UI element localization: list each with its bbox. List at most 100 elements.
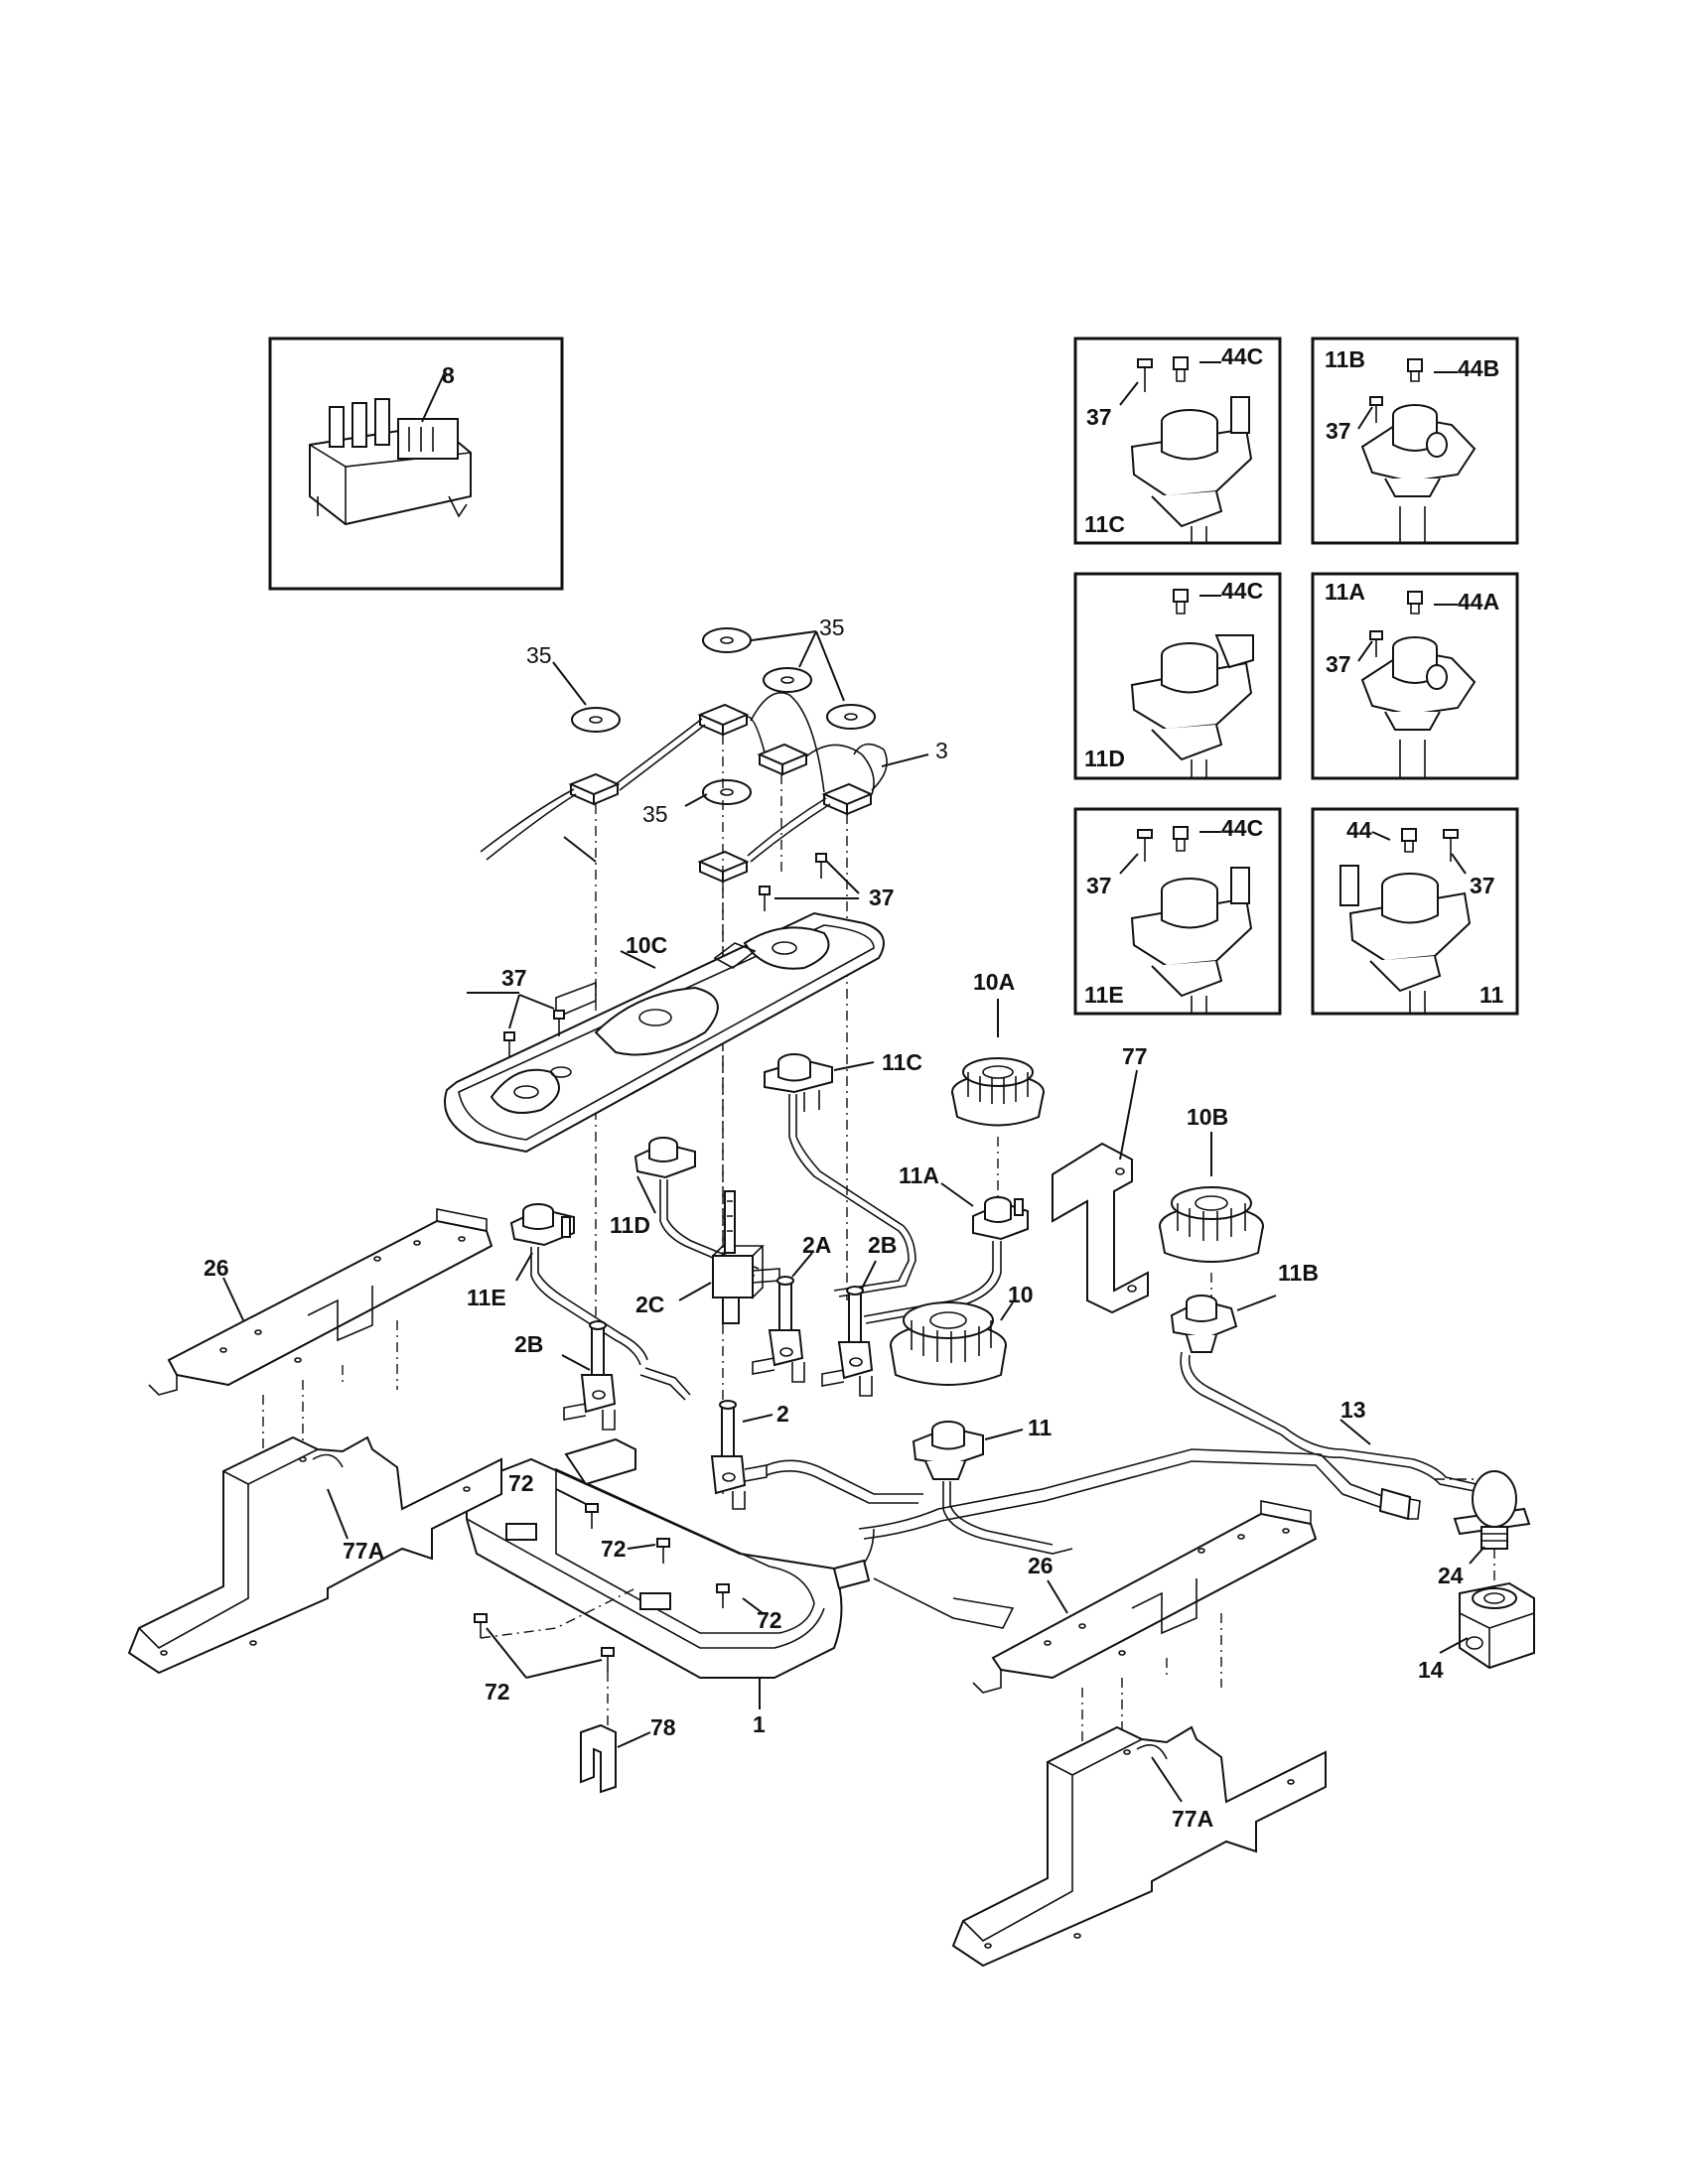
burner-head-11: 11 xyxy=(912,1415,1073,1555)
valve-2b-right: 2B xyxy=(821,1232,897,1397)
label-11e: 11E xyxy=(1084,982,1124,1008)
screw-37 xyxy=(1137,358,1153,392)
label-10c: 10C xyxy=(626,932,667,958)
label-72: 72 xyxy=(508,1470,534,1496)
label-44: 44 xyxy=(1346,817,1372,843)
assembly-guide-lines xyxy=(595,735,848,1499)
gas-pipe-13: 13 xyxy=(832,1397,1421,1629)
valve-2: 2 xyxy=(710,1400,923,1510)
label-2b: 2B xyxy=(868,1232,897,1258)
label-44c: 44C xyxy=(1221,815,1263,841)
label-11: 11 xyxy=(1028,1415,1053,1440)
label-37: 37 xyxy=(1086,404,1112,430)
burner-head-11e: 11E xyxy=(467,1203,648,1366)
label-44b: 44B xyxy=(1458,355,1499,381)
label-24: 24 xyxy=(1438,1563,1464,1588)
label-11d: 11D xyxy=(1084,746,1125,771)
igniter-module-part xyxy=(309,398,472,526)
label-8: 8 xyxy=(442,362,455,388)
adapter-24: 24 xyxy=(1435,1470,1531,1588)
label-26: 26 xyxy=(204,1255,229,1281)
bracket-77a-right: 77A xyxy=(951,1725,1327,1968)
label-2: 2 xyxy=(776,1401,789,1427)
label-37: 37 xyxy=(501,965,527,991)
valve-2c: 2C xyxy=(635,1190,780,1324)
regulator-14: 14 xyxy=(1418,1581,1535,1683)
burner-cap-10b: 10B xyxy=(1159,1104,1264,1310)
label-10b: 10B xyxy=(1187,1104,1228,1130)
label-37: 37 xyxy=(1470,873,1495,898)
valve-2a: 2A xyxy=(752,1232,831,1383)
label-35: 35 xyxy=(819,614,845,640)
screws-37-top: 37 xyxy=(467,836,895,994)
burner-cap-10a: 10A xyxy=(951,969,1045,1206)
label-11c: 11C xyxy=(882,1049,922,1075)
label-10a: 10A xyxy=(973,969,1015,995)
label-13: 13 xyxy=(1340,1397,1366,1423)
label-26: 26 xyxy=(1028,1553,1054,1578)
label-1: 1 xyxy=(753,1711,766,1737)
clip-78: 78 xyxy=(580,1714,676,1794)
label-44c: 44C xyxy=(1221,578,1263,604)
inset-burner-11a: 44A 37 11A xyxy=(1311,572,1519,780)
label-11b: 11B xyxy=(1278,1260,1319,1286)
bracket-77a-left: 77A xyxy=(127,1435,502,1675)
switch-35 xyxy=(826,704,876,730)
label-11a: 11A xyxy=(1325,579,1365,605)
burner-tray-10c: 10C xyxy=(444,911,885,1154)
inset-burner-11c: 44C 37 11C xyxy=(1073,337,1282,545)
gas-tube-11c xyxy=(788,1094,916,1297)
label-11c: 11C xyxy=(1084,511,1125,537)
burner-head-11a: 11A xyxy=(863,1162,1029,1324)
inset-burner-11d: 44C 11D xyxy=(1073,572,1282,780)
manifold-1: 1 xyxy=(466,1437,843,1737)
label-2a: 2A xyxy=(802,1232,831,1258)
label-10: 10 xyxy=(1008,1282,1034,1307)
screws-37-left: 37 xyxy=(501,965,565,1058)
label-35: 35 xyxy=(642,801,668,827)
label-11b: 11B xyxy=(1325,346,1365,372)
inset-burner-11: 44 37 11 xyxy=(1311,807,1519,1016)
label-78: 78 xyxy=(650,1714,676,1740)
switch-35 xyxy=(702,779,752,805)
label-72: 72 xyxy=(757,1607,782,1633)
label-11d: 11D xyxy=(610,1212,650,1238)
valve-2b-left: 2B xyxy=(514,1320,691,1431)
burner-head-11b: 11B xyxy=(1170,1260,1490,1495)
bracket-77: 77 xyxy=(1052,1043,1149,1314)
label-37: 37 xyxy=(1326,418,1351,444)
screws-72: 72 72 72 72 xyxy=(474,1470,782,1767)
label-77: 77 xyxy=(1122,1043,1148,1069)
inset-burner-11b: 44B 37 11B xyxy=(1311,337,1519,545)
switch-labels: 35 35 35 3 xyxy=(526,614,948,827)
label-14: 14 xyxy=(1418,1657,1444,1683)
switch-35 xyxy=(763,667,812,693)
label-77a: 77A xyxy=(343,1538,384,1564)
label-72: 72 xyxy=(485,1679,510,1705)
igniter-switch-harness xyxy=(480,627,888,884)
label-72: 72 xyxy=(601,1536,627,1562)
switch-35 xyxy=(702,627,752,653)
inset-igniter-module: 8 xyxy=(268,337,564,591)
label-2c: 2C xyxy=(635,1292,664,1317)
burner-head-11c: 11C xyxy=(764,1049,922,1112)
label-37: 37 xyxy=(1086,873,1112,898)
label-35: 35 xyxy=(526,642,552,668)
label-2b: 2B xyxy=(514,1331,543,1357)
burner-head-11d: 11D xyxy=(610,1137,760,1277)
rail-26-left: 26 xyxy=(148,1208,493,1479)
label-37: 37 xyxy=(1326,651,1351,677)
cap-screw-44c xyxy=(1173,356,1189,382)
label-77a: 77A xyxy=(1172,1806,1213,1832)
inset-burner-11e: 44C 37 11E xyxy=(1073,807,1282,1016)
rail-26-right: 26 xyxy=(972,1500,1318,1777)
label-11: 11 xyxy=(1479,982,1504,1008)
burner-cap-10: 10 xyxy=(890,1282,1034,1386)
label-3: 3 xyxy=(935,738,948,763)
label-11e: 11E xyxy=(467,1285,506,1310)
label-44c: 44C xyxy=(1221,343,1263,369)
label-11a: 11A xyxy=(899,1162,939,1188)
label-37: 37 xyxy=(869,885,895,910)
